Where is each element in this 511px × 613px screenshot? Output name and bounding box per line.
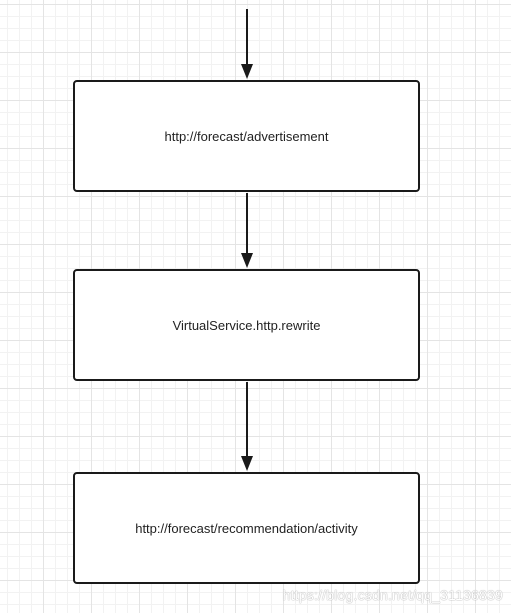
arrowhead-1-to-2-icon <box>241 253 253 268</box>
node-forecast-advertisement[interactable]: http://forecast/advertisement <box>73 80 420 192</box>
node-label: http://forecast/advertisement <box>164 128 329 144</box>
node-forecast-recommendation-activity[interactable]: http://forecast/recommendation/activity <box>73 472 420 584</box>
watermark-text: https://blog.csdn.net/qq_31136839 <box>282 587 503 603</box>
entry-arrowhead-icon <box>241 64 253 79</box>
node-virtualservice-rewrite[interactable]: VirtualService.http.rewrite <box>73 269 420 381</box>
node-label: http://forecast/recommendation/activity <box>135 520 358 536</box>
node-label: VirtualService.http.rewrite <box>172 317 321 333</box>
arrowhead-2-to-3-icon <box>241 456 253 471</box>
